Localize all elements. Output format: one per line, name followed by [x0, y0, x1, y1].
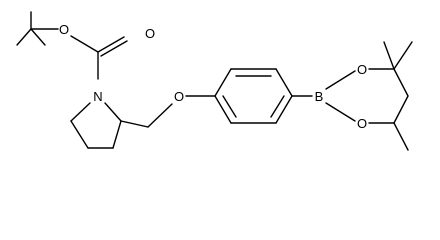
bond: [275, 68, 293, 97]
molecule-structure: O O N O B O O: [16, 11, 413, 151]
bond: [30, 28, 46, 46]
atom-label-o-ester: O: [59, 22, 69, 37]
pyrrolidine-ring: [70, 102, 122, 149]
bond: [383, 41, 395, 70]
bond: [70, 35, 99, 53]
tert-butyl-group: [16, 11, 59, 46]
atom-label-boron: B: [315, 89, 324, 104]
structure-canvas: O O N O B O O: [16, 11, 413, 151]
bond: [275, 95, 293, 124]
bond: [393, 122, 409, 151]
bond: [214, 68, 232, 97]
bond: [325, 70, 356, 90]
atom-label-o-dioxa-top: O: [357, 62, 367, 77]
bond: [104, 102, 122, 122]
bond: [70, 102, 91, 122]
dioxaborinane-ring: [291, 68, 409, 124]
atom-label-n-ring: N: [93, 89, 102, 104]
bond: [270, 95, 285, 118]
bond: [393, 41, 413, 70]
atom-label-o-dioxa-bottom: O: [357, 116, 367, 131]
bond: [97, 36, 125, 53]
atom-label-o-ether: O: [174, 89, 184, 104]
bond: [325, 102, 356, 122]
bond: [120, 120, 149, 128]
methyl-substituents: [383, 41, 413, 151]
methylene-ether-linker: [120, 95, 216, 128]
bond: [393, 95, 409, 124]
bond: [147, 103, 173, 128]
bond: [214, 95, 232, 124]
bond: [100, 40, 128, 57]
bond: [222, 95, 237, 118]
bond: [16, 28, 32, 46]
atom-label-o-carbonyl: O: [145, 26, 155, 41]
bond: [393, 68, 409, 97]
bond: [112, 120, 122, 149]
benzene-ring: [214, 68, 293, 124]
carbamate-group: [70, 35, 128, 80]
bond: [70, 120, 89, 149]
